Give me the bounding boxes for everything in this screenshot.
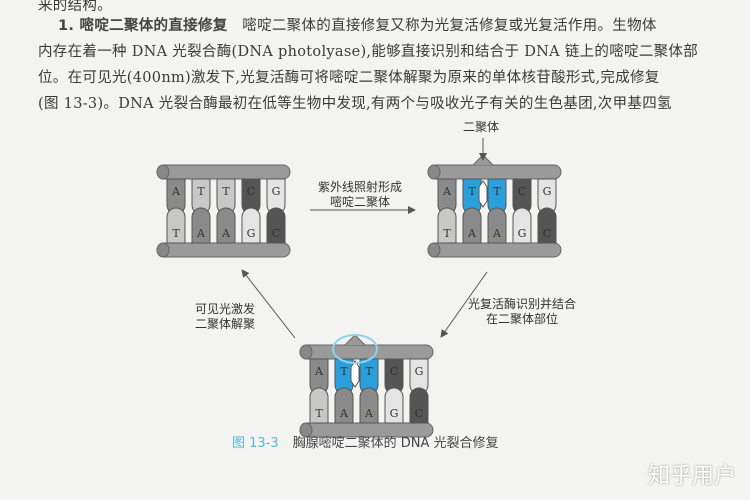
- base-label: G: [247, 227, 256, 240]
- dna-enzyme-bound: A T T A T A C G G C: [299, 334, 434, 438]
- text-line-1: 1. 嘧啶二聚体的直接修复 嘧啶二聚体的直接修复又称为光复活修复或光复活作用。生…: [58, 14, 657, 35]
- base-label: G: [543, 185, 552, 198]
- dimer-bond: [350, 360, 360, 388]
- backbone-top: [299, 344, 434, 360]
- light-step-label: 可见光激发二聚体解聚: [195, 302, 255, 332]
- base-A: [191, 207, 211, 244]
- section-heading: 1. 嘧啶二聚体的直接修复: [58, 18, 228, 34]
- backbone-bottom: [156, 242, 291, 258]
- base-label: C: [543, 227, 551, 240]
- base-label: C: [518, 185, 526, 198]
- text-line-0: 来的结构。: [38, 0, 112, 14]
- base-A: [216, 207, 236, 244]
- base-A: [462, 207, 482, 244]
- base-G: [384, 387, 404, 424]
- enzyme-step-label: 光复活酶识别并结合在二聚体部位: [468, 297, 576, 327]
- uv-step-line-2: 嘧啶二聚体: [330, 195, 391, 209]
- base-label: G: [518, 227, 527, 240]
- text-line-2: 内存在着一种 DNA 光裂合酶(DNA photolyase),能够直接识别和结…: [38, 44, 699, 60]
- base-label: T: [197, 185, 205, 198]
- text-line-3: 位。在可见光(400nm)激发下,光复活酶可将嘧啶二聚体解聚为原来的单体核苷酸形…: [38, 70, 660, 86]
- base-label: C: [247, 185, 255, 198]
- light-arrow: [241, 269, 296, 339]
- base-label: G: [415, 365, 424, 378]
- light-step-line-1: 可见光激发: [195, 302, 256, 316]
- dna-normal: A T T A T A C G G C: [156, 164, 291, 258]
- photolyase-outline: [332, 334, 378, 364]
- base-label: T: [468, 185, 476, 198]
- base-label: A: [364, 407, 374, 420]
- base-label: T: [172, 227, 180, 240]
- base-label: T: [315, 407, 323, 420]
- base-A: [487, 207, 507, 244]
- base-A: [359, 387, 379, 424]
- base-label: T: [340, 365, 348, 378]
- watermark: 知乎用户: [648, 464, 737, 489]
- dimer-bond: [478, 180, 488, 208]
- base-C: [266, 207, 286, 244]
- base-label: G: [272, 185, 281, 198]
- uv-step-label: 紫外线照射形成嘧啶二聚体: [318, 180, 402, 210]
- enzyme-step-line-2: 在二聚体部位: [486, 312, 559, 326]
- base-label: A: [442, 185, 452, 198]
- base-label: A: [171, 185, 181, 198]
- base-C: [537, 207, 557, 244]
- base-T: [166, 207, 186, 244]
- base-label: T: [365, 365, 373, 378]
- dimer-label: 二聚体: [463, 120, 500, 134]
- base-label: A: [196, 227, 206, 240]
- base-label: C: [415, 407, 423, 420]
- backbone-bottom: [427, 242, 562, 258]
- base-label: C: [272, 227, 280, 240]
- enzyme-arrow: [440, 271, 488, 338]
- base-G: [512, 207, 532, 244]
- base-label: A: [314, 365, 324, 378]
- caption-text: 胸腺嘧啶二聚体的 DNA 光裂合修复: [292, 436, 499, 451]
- base-label: A: [467, 227, 477, 240]
- base-label: A: [339, 407, 349, 420]
- uv-step-line-1: 紫外线照射形成: [318, 180, 403, 194]
- base-label: T: [493, 185, 501, 198]
- text-line-4: (图 13-3)。DNA 光裂合酶最初在低等生物中发现,有两个与吸收光子有关的生…: [38, 96, 672, 112]
- base-label: C: [390, 365, 398, 378]
- base-label: T: [222, 185, 230, 198]
- base-T: [437, 207, 457, 244]
- base-label: A: [492, 227, 502, 240]
- figure-caption: 图 13-3 胸腺嘧啶二聚体的 DNA 光裂合修复: [232, 432, 499, 451]
- base-label: A: [221, 227, 231, 240]
- backbone-top: [156, 164, 291, 180]
- base-label: G: [390, 407, 399, 420]
- dna-with-dimer: A T T A T A C G G C: [427, 154, 562, 258]
- light-step-line-2: 二聚体解聚: [195, 317, 256, 331]
- base-G: [241, 207, 261, 244]
- section-body: 嘧啶二聚体的直接修复又称为光复活修复或光复活作用。生物体: [242, 18, 657, 34]
- base-A: [334, 387, 354, 424]
- enzyme-step-line-1: 光复活酶识别并结合: [468, 297, 577, 311]
- backbone-top: [427, 164, 562, 180]
- figure-number: 图 13-3: [232, 436, 279, 451]
- base-C: [409, 387, 429, 424]
- base-label: T: [443, 227, 451, 240]
- base-T: [309, 387, 329, 424]
